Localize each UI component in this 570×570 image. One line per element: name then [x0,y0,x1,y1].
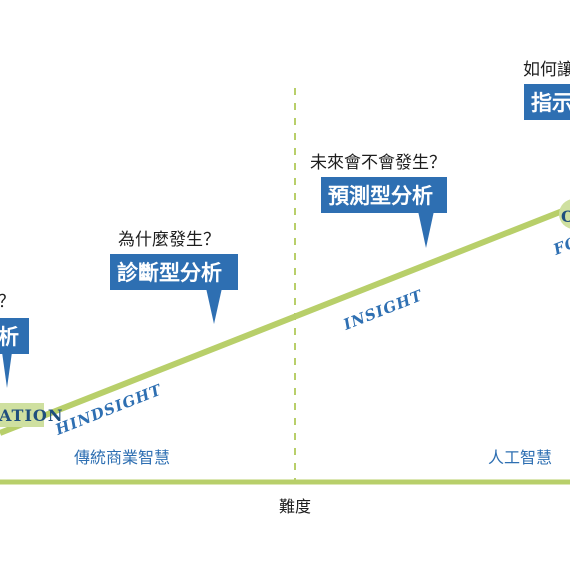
callout-descriptive: 析 [0,318,29,388]
stage-label-foresight: FO [550,233,570,260]
callout-label-prescriptive: 指示 [531,91,570,115]
era-label-right: 人工智慧 [488,448,552,467]
stage-badge-foresight [559,199,570,229]
x-axis-label: 難度 [279,497,311,516]
maturity-line [0,205,570,436]
callout-question-descriptive: ？ [0,292,15,312]
stage-badge-information [0,403,44,427]
stage-label-foresight-o: O [561,207,570,226]
callout-diagnostic: 診斷型分析 [110,254,238,324]
era-label-left: 傳統商業智慧 [74,448,170,467]
stage-label-information: ATION [0,406,64,425]
callout-label-predictive: 預測型分析 [328,184,433,208]
callout-question-prescriptive: 如何讓 [523,59,570,80]
callout-label-diagnostic: 診斷型分析 [117,261,222,285]
callout-question-diagnostic: 為什麼發生？ [118,230,220,250]
callout-question-predictive: 未來會不會發生？ [310,153,446,173]
callout-prescriptive: 指示 [524,84,570,120]
callout-predictive: 預測型分析 [321,177,447,248]
callout-label-descriptive: 析 [0,325,19,349]
